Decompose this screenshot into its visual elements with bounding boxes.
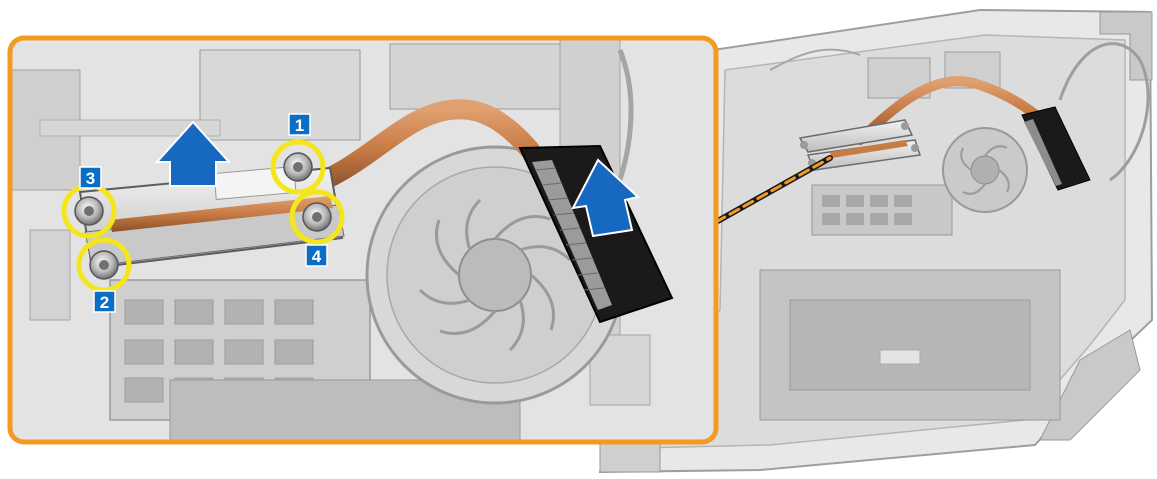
zoom-connector-strip	[30, 230, 70, 320]
callout-badge-1: 1	[289, 114, 310, 135]
callout-label-1: 1	[295, 116, 304, 135]
battery-bay-inner	[790, 300, 1030, 390]
callout-badge-3: 3	[80, 167, 101, 188]
battery-label	[880, 350, 920, 364]
callout-label-4: 4	[312, 247, 322, 266]
callout-badge-4: 4	[306, 245, 327, 266]
zoom-detail-panel: 1 2 3 4	[10, 38, 716, 450]
callout-label-2: 2	[100, 293, 109, 312]
zoom-wifi-card	[200, 50, 360, 140]
memory-module	[812, 185, 952, 235]
callout-label-3: 3	[86, 169, 95, 188]
fan-hub-overview	[971, 156, 999, 184]
zoom-wwan-card	[390, 44, 570, 109]
callout-badge-2: 2	[94, 291, 115, 312]
